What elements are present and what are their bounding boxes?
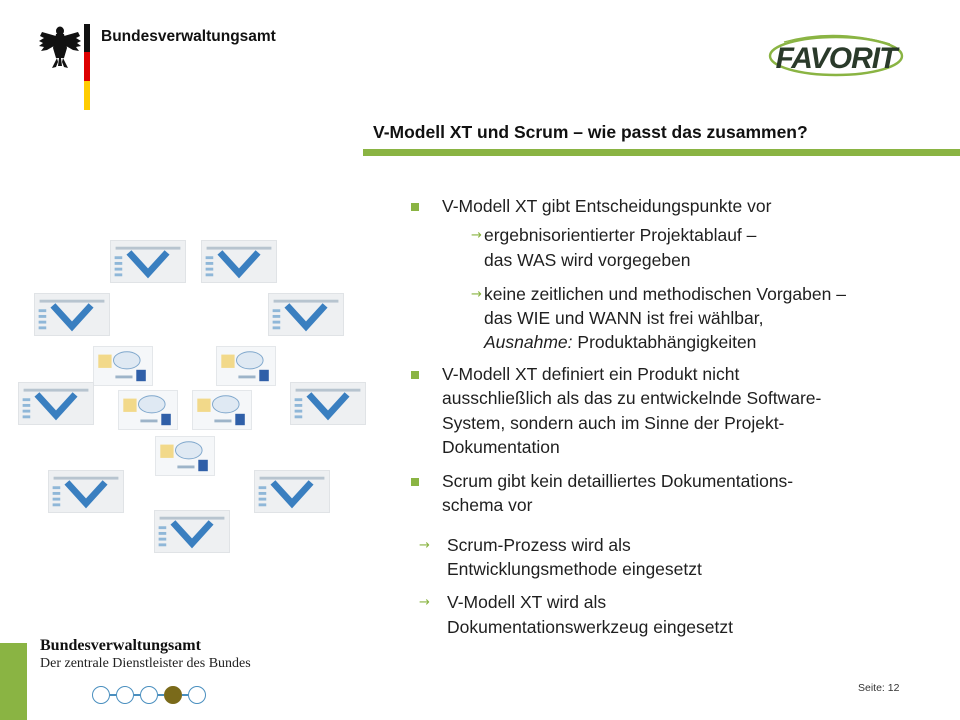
conclusion-line: Entwicklungsmethode eingesetzt bbox=[447, 559, 702, 579]
progress-connector bbox=[110, 694, 116, 696]
arrow-right-icon: → bbox=[419, 595, 430, 610]
scrum-process-thumbnail bbox=[93, 346, 153, 386]
organization-name: Bundesverwaltungsamt bbox=[101, 28, 276, 45]
v-model-thumbnail bbox=[268, 293, 344, 336]
bullet-line: schema vor bbox=[442, 495, 533, 515]
arrow-right-icon: → bbox=[471, 228, 482, 243]
emphasis-text: Ausnahme: bbox=[484, 332, 573, 352]
german-flag-stripe bbox=[84, 24, 90, 110]
v-model-thumbnail bbox=[34, 293, 110, 336]
page-number: Seite: 12 bbox=[858, 682, 900, 694]
v-model-thumbnail bbox=[18, 382, 94, 425]
conclusion-line: Dokumentationswerkzeug eingesetzt bbox=[447, 617, 733, 637]
scrum-process-thumbnail bbox=[118, 390, 178, 430]
footer-organization: Bundesverwaltungsamt bbox=[40, 637, 201, 654]
conclusion-line: Scrum-Prozess wird als bbox=[447, 535, 631, 555]
scrum-process-thumbnail bbox=[216, 346, 276, 386]
progress-dot bbox=[140, 686, 158, 704]
progress-connector bbox=[182, 694, 188, 696]
progress-dot bbox=[92, 686, 110, 704]
sub-bullet-line: ergebnisorientierter Projektablauf – bbox=[484, 225, 757, 245]
progress-connector bbox=[158, 694, 164, 696]
bullet-line: System, sondern auch im Sinne der Projek… bbox=[442, 413, 785, 433]
bullet-line: V-Modell XT definiert ein Produkt nicht bbox=[442, 364, 740, 384]
progress-indicator bbox=[92, 684, 206, 706]
bullet-marker bbox=[411, 203, 419, 211]
v-model-thumbnail bbox=[290, 382, 366, 425]
sub-bullet-line: keine zeitlichen und methodischen Vorgab… bbox=[484, 284, 846, 304]
bullet-marker bbox=[411, 371, 419, 379]
federal-eagle-icon bbox=[39, 26, 81, 68]
v-model-thumbnail bbox=[154, 510, 230, 553]
bullet-text: V-Modell XT gibt Entscheidungspunkte vor bbox=[442, 196, 772, 216]
sub-bullet-line: das WIE und WANN ist frei wählbar, bbox=[484, 308, 764, 328]
arrow-right-icon: → bbox=[419, 538, 430, 553]
progress-dot-active bbox=[164, 686, 182, 704]
slide-title: V-Modell XT und Scrum – wie passt das zu… bbox=[373, 122, 808, 142]
sub-bullet-line: Ausnahme: Produktabhängigkeiten bbox=[484, 331, 756, 354]
footer-green-strip bbox=[0, 643, 27, 720]
v-model-thumbnail bbox=[254, 470, 330, 513]
title-underline-bar bbox=[363, 149, 960, 156]
progress-dot bbox=[188, 686, 206, 704]
bullet-line: ausschließlich als das zu entwickelnde S… bbox=[442, 388, 822, 408]
bullet-marker bbox=[411, 478, 419, 486]
sub-bullet-rest: Produktabhängigkeiten bbox=[572, 332, 757, 352]
v-model-thumbnail bbox=[201, 240, 277, 283]
sub-bullet-line: das WAS wird vorgegeben bbox=[484, 250, 691, 270]
bullet-line: Scrum gibt kein detailliertes Dokumentat… bbox=[442, 471, 794, 491]
scrum-process-thumbnail bbox=[192, 390, 252, 430]
progress-dot bbox=[116, 686, 134, 704]
scrum-process-thumbnail bbox=[155, 436, 215, 476]
footer-tagline: Der zentrale Dienstleister des Bundes bbox=[40, 656, 251, 671]
v-model-thumbnail bbox=[110, 240, 186, 283]
arrow-right-icon: → bbox=[471, 287, 482, 302]
svg-text:FAVORIT: FAVORIT bbox=[776, 42, 900, 75]
conclusion-line: V-Modell XT wird als bbox=[447, 592, 607, 612]
favorit-logo: FAVORIT bbox=[768, 34, 904, 77]
progress-connector bbox=[134, 694, 140, 696]
v-model-collage bbox=[0, 220, 380, 560]
bullet-line: Dokumentation bbox=[442, 437, 560, 457]
v-model-thumbnail bbox=[48, 470, 124, 513]
